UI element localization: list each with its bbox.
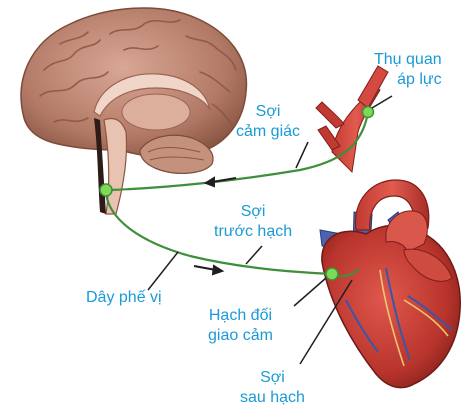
label-postganglionic-fiber: Sợi sau hạch — [240, 368, 305, 408]
heart — [316, 66, 460, 388]
label-ganglion-line1: Hạch đối — [208, 306, 273, 326]
ganglion-node — [326, 268, 338, 280]
baroreceptor-node — [363, 107, 374, 118]
brainstem-node — [100, 184, 112, 196]
label-parasympathetic-ganglion: Hạch đối giao cảm — [208, 306, 273, 346]
label-preganglionic-line1: Sợi — [214, 202, 292, 222]
label-preganglionic-line2: trước hạch — [214, 222, 292, 242]
arrow-left-head — [206, 178, 214, 186]
leader-sensory — [296, 142, 308, 168]
label-postganglionic-line2: sau hạch — [240, 388, 305, 408]
label-sensory-fiber: Sợi cảm giác — [236, 102, 300, 142]
label-baroreceptor: Thụ quan áp lực — [374, 50, 442, 90]
leader-preganglionic — [246, 246, 262, 264]
leader-ganglion — [294, 278, 326, 306]
label-vagus-text: Dây phế vị — [86, 288, 162, 308]
label-baroreceptor-line2: áp lực — [374, 70, 442, 90]
leader-vagus — [148, 252, 178, 290]
label-baroreceptor-line1: Thụ quan — [374, 50, 442, 70]
label-sensory-line2: cảm giác — [236, 122, 300, 142]
label-vagus-nerve: Dây phế vị — [86, 288, 162, 308]
label-preganglionic-fiber: Sợi trước hạch — [214, 202, 292, 242]
label-ganglion-line2: giao cảm — [208, 326, 273, 346]
label-sensory-line1: Sợi — [236, 102, 300, 122]
arrow-right-head — [213, 266, 222, 274]
label-postganglionic-line1: Sợi — [240, 368, 305, 388]
